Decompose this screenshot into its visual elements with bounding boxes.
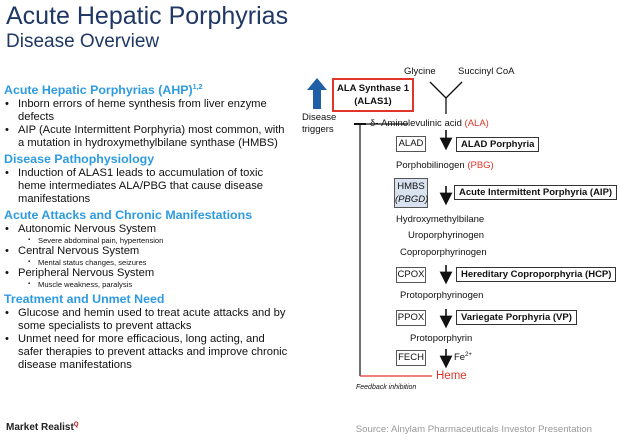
hydroxymethylbilane-label: Hydroxymethylbilane — [396, 214, 485, 225]
disease-triggers-label: Disease triggers — [302, 112, 337, 135]
hcp-disease-box: Hereditary Coproporphyria (HCP) — [456, 267, 617, 282]
section-heading-pathophysiology: Disease Pathophysiology — [4, 152, 155, 167]
vp-disease-box: Variegate Porphyria (VP) — [456, 310, 577, 325]
bullet-treatment-2: Unmet need for more efficacious, long ac… — [4, 333, 292, 372]
page-subtitle: Disease Overview — [6, 31, 160, 52]
coproporphyrinogen-label: Coproporphyrinogen — [400, 247, 487, 258]
alas1-box: ALA Synthase 1 (ALAS1) — [332, 78, 414, 112]
source-citation: Source: Alnylam Pharmaceuticals Investor… — [355, 424, 592, 435]
glycine-label: Glycine — [404, 66, 436, 77]
overview-text-column: Acute Hepatic Porphyrias (AHP)1,2 Inborn… — [4, 80, 292, 372]
section-heading-ahp: Acute Hepatic Porphyrias (AHP)1,2 — [4, 83, 203, 98]
bullet-ahp-2: AIP (Acute Intermittent Porphyria) most … — [4, 124, 292, 150]
section-heading-attacks: Acute Attacks and Chronic Manifestations — [4, 208, 253, 223]
alas1-name: ALA Synthase 1 — [337, 83, 409, 94]
pathway-connector-lines — [307, 78, 463, 377]
bullet-treatment-1: Glucose and hemin used to treat acute at… — [4, 307, 292, 333]
bullet-ahp-1: Inborn errors of heme synthesis from liv… — [4, 98, 292, 124]
section-heading-treatment: Treatment and Unmet Need — [4, 292, 165, 307]
cpox-enzyme-box: CPOX — [396, 267, 426, 283]
market-realist-logo: Market RealistQ — [6, 422, 79, 433]
iron-label: Fe2+ — [454, 352, 472, 364]
alad-porphyria-box: ALAD Porphyria — [456, 137, 540, 152]
sub-bullet-autonomic: Severe abdominal pain, hypertension — [4, 236, 292, 245]
bullet-peripheral: Peripheral Nervous System — [4, 267, 292, 280]
heme-label: Heme — [436, 370, 467, 382]
ppox-enzyme-box: PPOX — [396, 310, 426, 326]
sub-bullet-central: Mental status changes, seizures — [4, 258, 292, 267]
protoporphyrinogen-label: Protoporphyrinogen — [400, 290, 484, 301]
uroporphyrinogen-label: Uroporphyrinogen — [408, 230, 485, 241]
bullet-autonomic: Autonomic Nervous System — [4, 223, 292, 236]
ala-label: δ- Aminolevulinic acid (ALA) — [370, 118, 489, 129]
succinyl-coa-label: Succinyl CoA — [458, 66, 515, 77]
feedback-inhibition-label: Feedback inhibition — [356, 384, 417, 391]
protoporphyrin-label: Protoporphyrin — [410, 333, 473, 344]
heme-synthesis-pathway-diagram: Glycine Succinyl CoA ALA Synthase 1 (ALA… — [296, 64, 620, 404]
sub-bullet-peripheral: Muscle weakness, paralysis — [4, 280, 292, 289]
hmbs-enzyme-box: HMBS (PBGD) — [394, 178, 428, 208]
alad-enzyme-box: ALAD — [396, 136, 426, 152]
page-title: Acute Hepatic Porphyrias — [6, 2, 289, 30]
bullet-central: Central Nervous System — [4, 245, 292, 258]
pbg-label: Porphobilinogen (PBG) — [396, 160, 494, 171]
aip-disease-box: Acute Intermittent Porphyria (AIP) — [454, 185, 618, 200]
fech-enzyme-box: FECH — [396, 350, 426, 366]
bullet-pathophysiology-1: Induction of ALAS1 leads to accumulation… — [4, 167, 292, 206]
alas1-abbr: (ALAS1) — [354, 96, 392, 107]
up-arrow-icon — [307, 78, 327, 109]
